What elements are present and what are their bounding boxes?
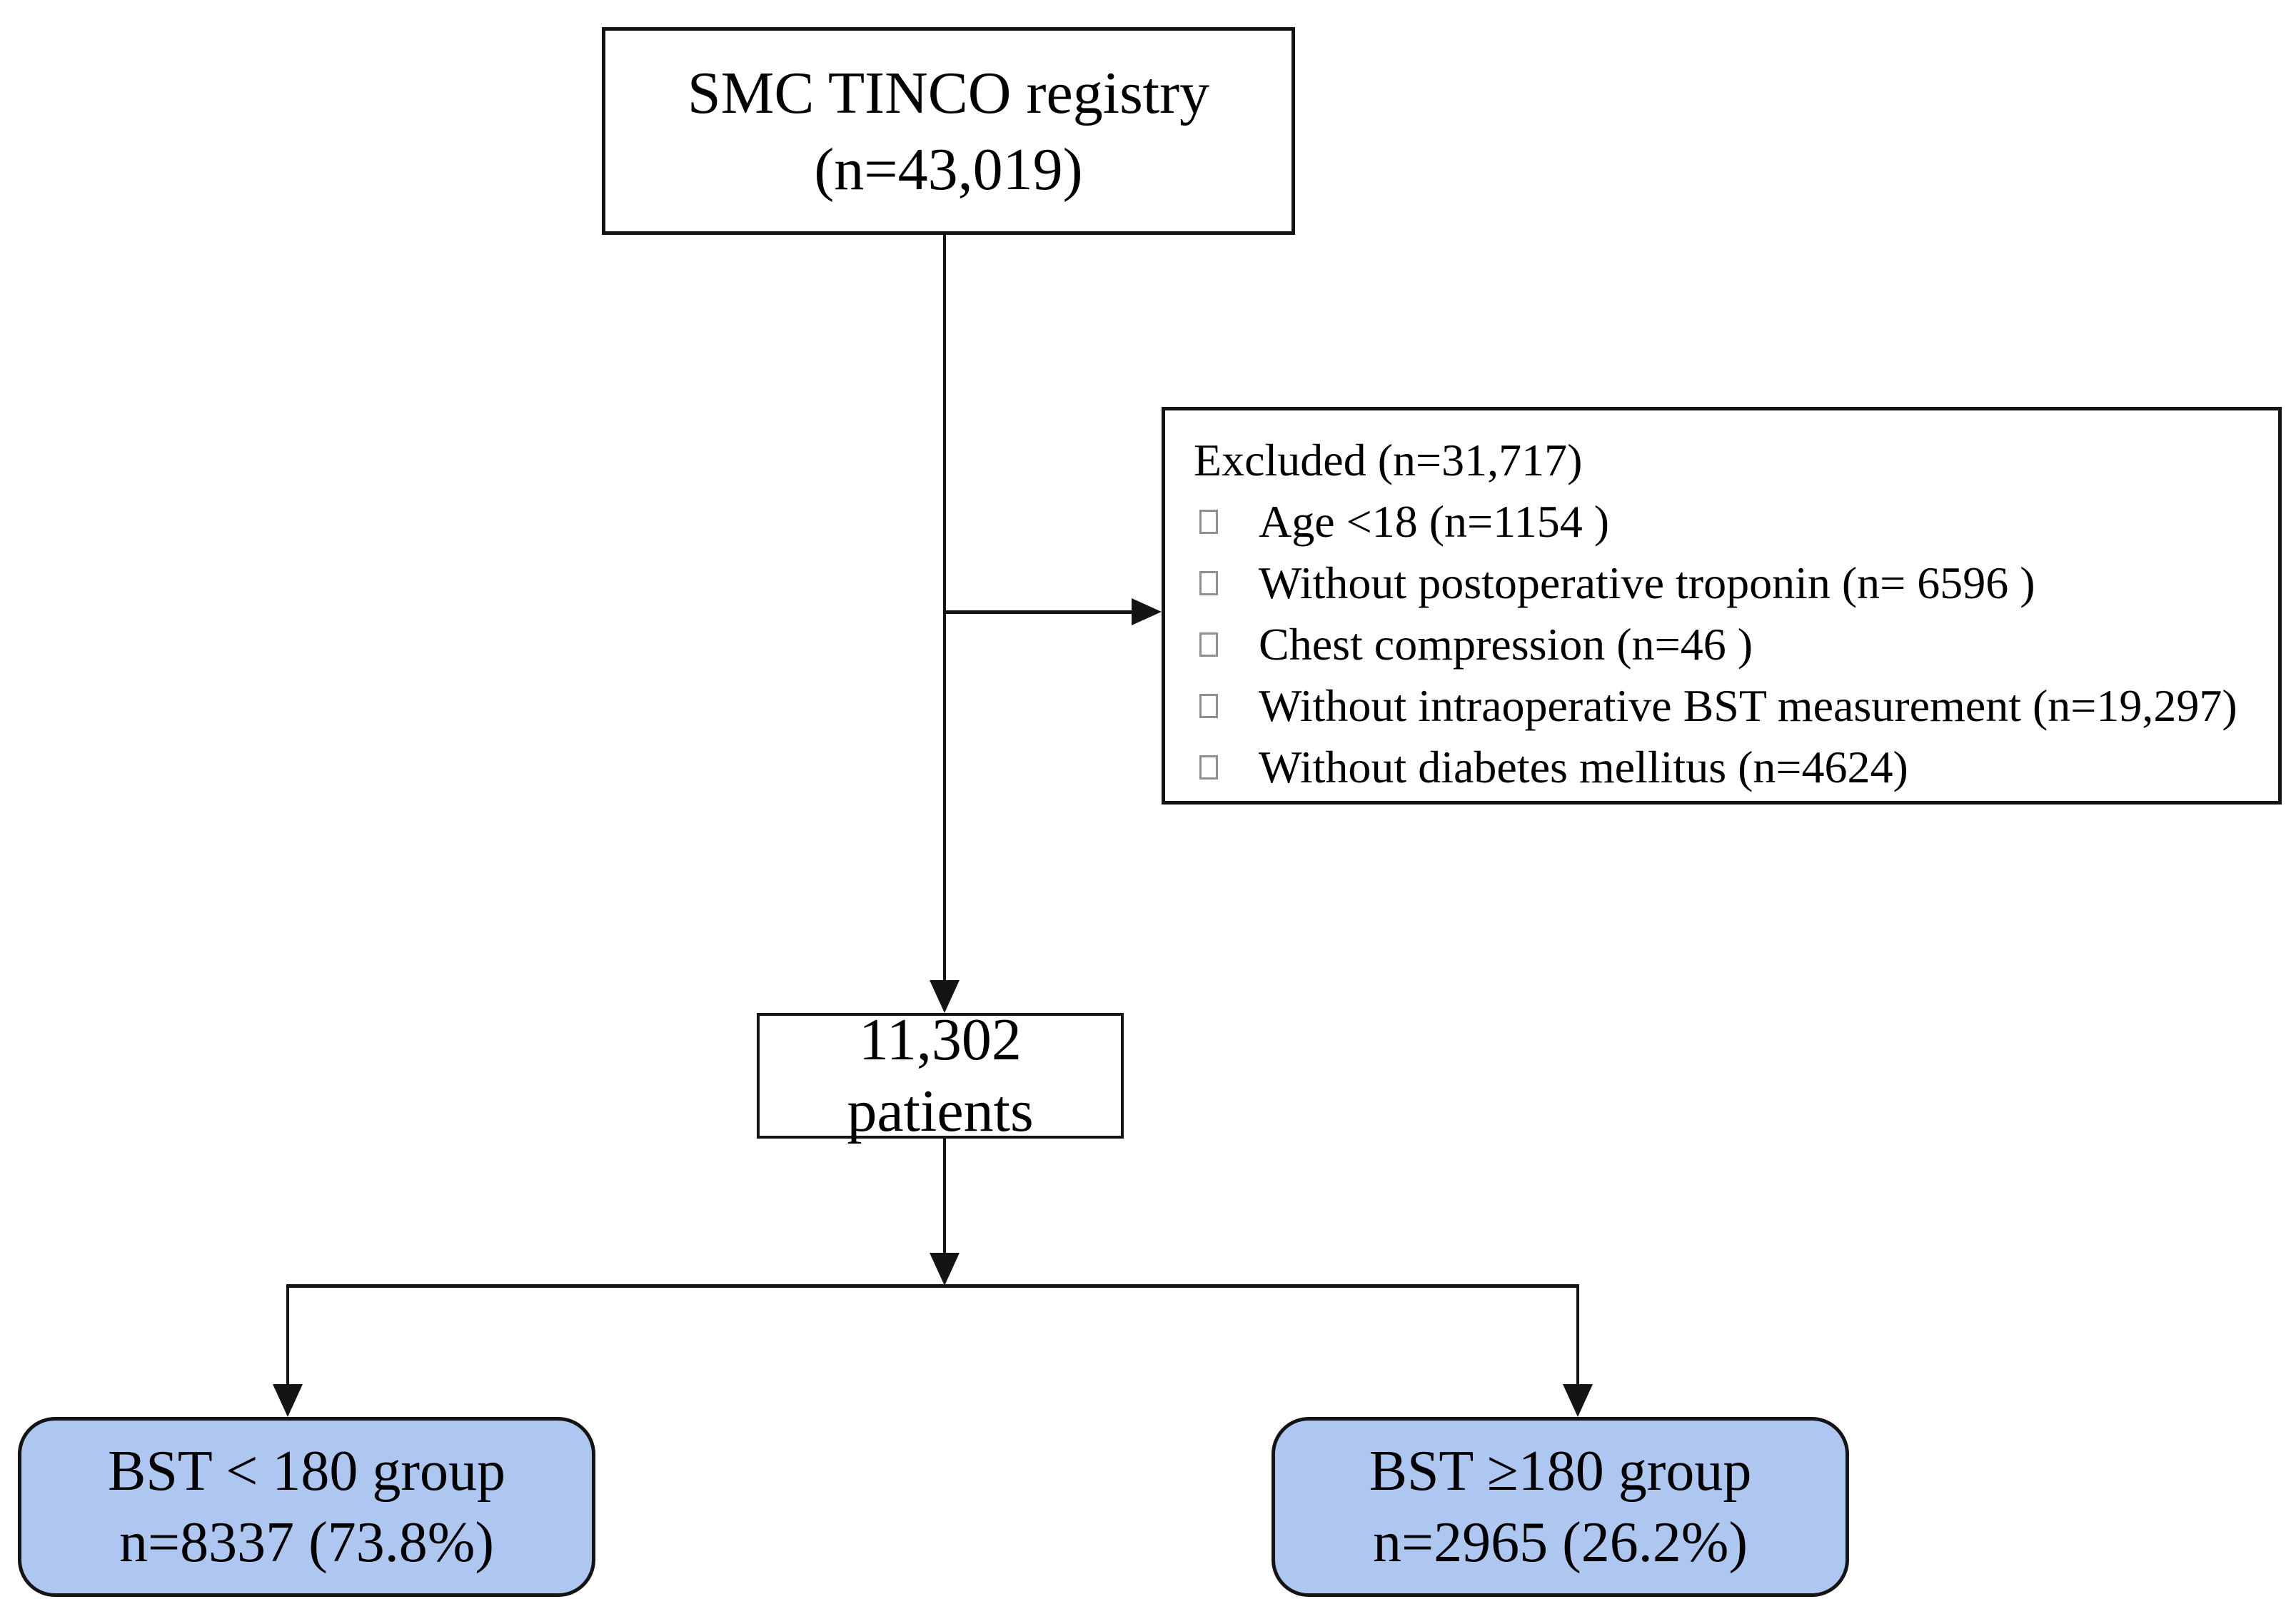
excluded-item-label: Without intraoperative BST measurement (… [1259, 680, 2237, 731]
connector-branch-to-left-group [286, 1284, 289, 1386]
registry-box-count: (n=43,019) [814, 136, 1083, 203]
excluded-box: Excluded (n=31,717) Age <18 (n=1154 ) Wi… [1162, 407, 2282, 805]
excluded-item-label: Without postoperative troponin (n= 6596 … [1259, 558, 2035, 608]
connector-cohort-to-branch [943, 1139, 946, 1256]
excluded-item-label: Age <18 (n=1154 ) [1259, 496, 1610, 547]
arrowhead-into-cohort [930, 980, 960, 1013]
excluded-item: Without intraoperative BST measurement (… [1194, 675, 2264, 737]
arrowhead-into-left-group [273, 1384, 303, 1417]
excluded-item-label: Without diabetes mellitus (n=4624) [1259, 742, 1908, 792]
excluded-item: Without diabetes mellitus (n=4624) [1194, 737, 2264, 798]
square-bullet-icon [1199, 694, 1218, 718]
connector-to-excluded [945, 610, 1134, 614]
connector-registry-to-cohort [943, 235, 946, 983]
excluded-item: Without postoperative troponin (n= 6596 … [1194, 553, 2264, 614]
arrowhead-into-right-group [1563, 1384, 1593, 1417]
square-bullet-icon [1199, 755, 1218, 780]
group-box-count: n=8337 (73.8%) [119, 1511, 495, 1574]
group-box-count: n=2965 (26.2%) [1372, 1511, 1748, 1574]
cohort-box-label: 11,302 patients [847, 1007, 1034, 1144]
group-box-bst-gte-180: BST ≥180 group n=2965 (26.2%) [1272, 1417, 1849, 1597]
arrowhead-into-branch [930, 1253, 960, 1286]
registry-box: SMC TINCO registry (n=43,019) [602, 27, 1295, 235]
group-box-title: BST ≥180 group [1369, 1440, 1752, 1503]
excluded-header: Excluded (n=31,717) [1194, 435, 1583, 485]
square-bullet-icon [1199, 571, 1218, 595]
excluded-item-label: Chest compression (n=46 ) [1259, 619, 1753, 670]
square-bullet-icon [1199, 632, 1218, 657]
registry-box-title: SMC TINCO registry [687, 59, 1210, 126]
square-bullet-icon [1199, 510, 1218, 534]
group-box-bst-lt-180: BST < 180 group n=8337 (73.8%) [18, 1417, 595, 1597]
excluded-item: Chest compression (n=46 ) [1194, 614, 2264, 675]
group-box-title: BST < 180 group [107, 1440, 506, 1503]
excluded-item: Age <18 (n=1154 ) [1194, 491, 2264, 553]
arrowhead-into-excluded [1132, 598, 1162, 625]
branch-line [286, 1284, 1579, 1288]
cohort-box: 11,302 patients [757, 1007, 1124, 1144]
connector-branch-to-right-group [1576, 1284, 1579, 1386]
